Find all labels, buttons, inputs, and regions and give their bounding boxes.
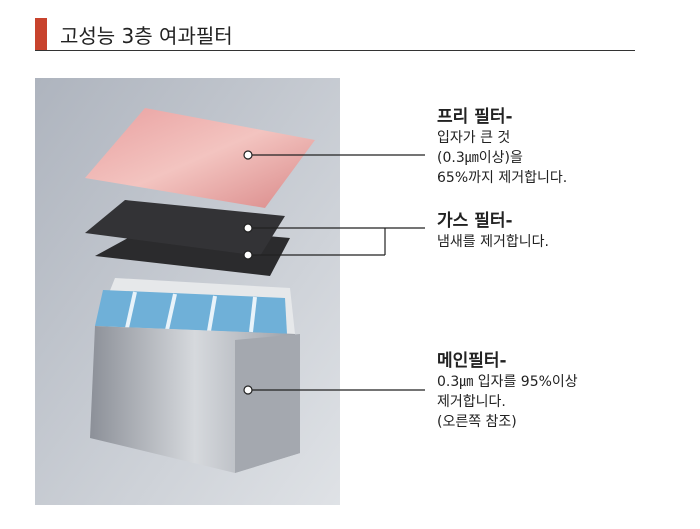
gas-filter-label: 가스 필터- 냄새를 제거합니다. (437, 210, 549, 252)
pre-filter-desc-line: 입자가 큰 것 (437, 130, 511, 146)
main-filter-desc-line: (오른쪽 참조) (437, 414, 517, 430)
gas-filter-desc-line: 냄새를 제거합니다. (437, 234, 549, 250)
pre-filter-title: 프리 필터- (437, 107, 513, 127)
pre-filter-desc-line: (0.3㎛이상)을 (437, 150, 523, 166)
pre-filter-label: 프리 필터- 입자가 큰 것 (0.3㎛이상)을 65%까지 제거합니다. (437, 106, 567, 188)
main-filter-desc-line: 0.3㎛ 입자를 95%이상 (437, 374, 578, 390)
page-title: 고성능 3층 여과필터 (60, 24, 233, 48)
header-divider (35, 50, 635, 51)
filter-photo (35, 78, 340, 505)
main-filter-title: 메인필터- (437, 351, 507, 371)
header-accent-bar (35, 18, 47, 50)
main-filter-desc-line: 제거합니다. (437, 394, 506, 410)
pre-filter-desc-line: 65%까지 제거합니다. (437, 170, 568, 186)
main-filter-label: 메인필터- 0.3㎛ 입자를 95%이상 제거합니다. (오른쪽 참조) (437, 350, 578, 432)
gas-filter-title: 가스 필터- (437, 211, 513, 231)
